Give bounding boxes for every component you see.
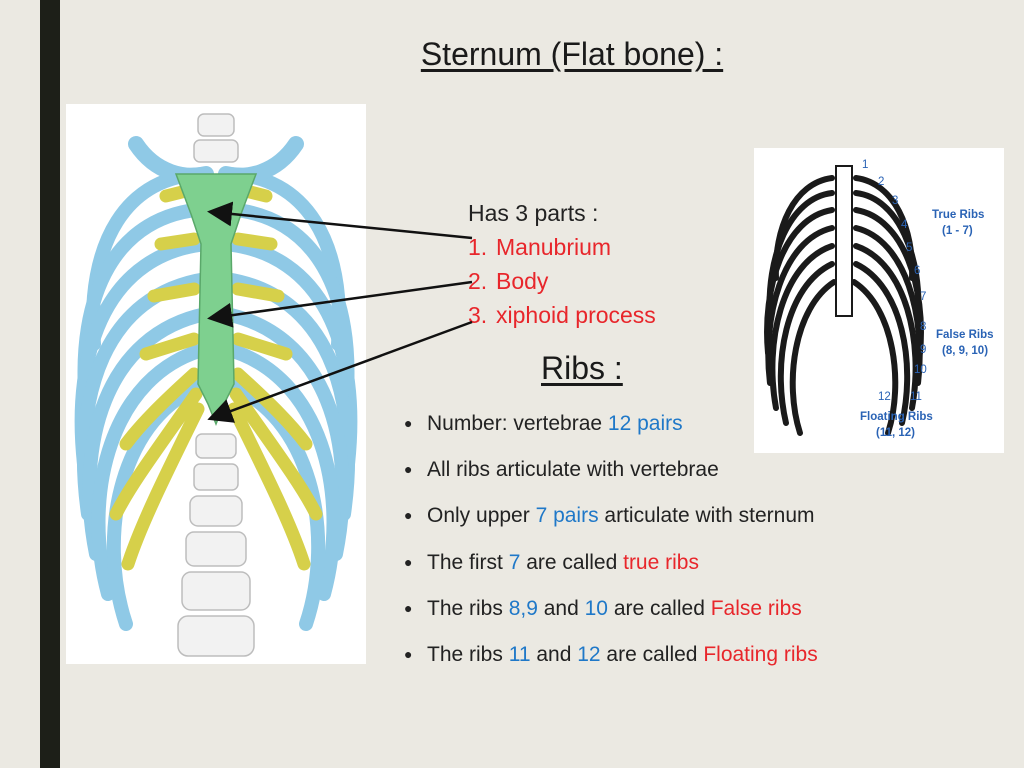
false-ribs-label: False Ribs [936, 329, 994, 341]
rib-number-2: 2 [878, 176, 884, 188]
true-ribs-label: True Ribs [932, 209, 984, 221]
floating-ribs-range: (11, 12) [876, 427, 915, 439]
bullet-highlight: 12 [577, 642, 601, 666]
part-label: Body [496, 268, 549, 294]
floating-ribs-label: Floating Ribs [860, 411, 933, 423]
bullet-text: and [530, 642, 578, 666]
bullet-highlight: 7 [508, 550, 521, 574]
bullet-dot: ● [404, 461, 413, 478]
part-number: 3. [468, 302, 488, 328]
bullet-dot: ● [404, 553, 413, 570]
bullet-text: are called [520, 550, 624, 574]
bullet-item: ● All ribs articulate with vertebrae [404, 452, 818, 498]
part-label: xiphoid process [496, 302, 656, 328]
bullet-term: Floating ribs [703, 642, 818, 666]
parts-intro: Has 3 parts : [468, 200, 599, 226]
bullet-item: ● The ribs 11 and 12 are called Floating … [404, 637, 818, 683]
bullet-item: ● The ribs 8,9 and 10 are called False ri… [404, 591, 818, 637]
true-ribs-range: (1 - 7) [942, 225, 973, 237]
bullet-dot: ● [404, 415, 413, 431]
false-ribs-range: (8, 9, 10) [942, 345, 988, 357]
bullet-highlight: 8,9 [508, 596, 538, 620]
rib-number-8: 8 [920, 321, 926, 333]
bullet-item: ● Only upper 7 pairs articulate with ster… [404, 498, 818, 544]
bullet-item: ● The first 7 are called true ribs [404, 545, 818, 591]
sternum-parts: Has 3 parts : 1. Manubrium 2. Body 3. xipho… [468, 196, 656, 332]
bullet-item: ● Number: vertebrae 12 pairs [404, 406, 818, 452]
part-number: 2. [468, 268, 488, 294]
ribs-heading: Ribs : [541, 350, 623, 386]
rib-number-4: 4 [901, 219, 908, 231]
bullet-term: true ribs [623, 550, 699, 574]
bullet-text: Only upper [427, 504, 536, 528]
bullet-text: The ribs [427, 642, 509, 666]
side-accent-bar [40, 0, 60, 768]
part-item-body: 2. Body [468, 264, 656, 298]
part-label: Manubrium [496, 234, 612, 260]
bullet-highlight: 10 [584, 596, 608, 620]
bullet-dot: ● [404, 599, 413, 616]
bullet-highlight: 11 [508, 642, 531, 666]
ribs-bullet-list: ● Number: vertebrae 12 pairs ● All ribs ar… [404, 406, 818, 683]
rib-number-10: 10 [914, 364, 927, 376]
part-item-manubrium: 1. Manubrium [468, 230, 656, 264]
slide-title: Sternum (Flat bone) : [420, 36, 724, 72]
bullet-text: articulate with sternum [598, 504, 815, 528]
bullet-dot: ● [404, 507, 413, 524]
rib-number-7: 7 [920, 291, 926, 303]
bullet-highlight: 12 pairs [607, 412, 683, 435]
part-number: 1. [468, 234, 488, 260]
bullet-text: All ribs articulate with vertebrae [427, 458, 719, 482]
bullet-text: are called [600, 642, 704, 666]
bullet-dot: ● [404, 645, 413, 662]
rib-number-12: 12 [878, 391, 891, 403]
parts-list: 1. Manubrium 2. Body 3. xiphoid process [468, 230, 656, 332]
rib-number-1: 1 [862, 159, 868, 171]
rib-number-9: 9 [920, 344, 926, 356]
rib-number-6: 6 [914, 265, 920, 277]
bullet-text: are called [607, 596, 711, 620]
bullet-text: The ribs [427, 596, 509, 620]
bullet-text: and [537, 596, 585, 620]
bullet-text: Number: vertebrae [427, 412, 608, 435]
bullet-text: The first [427, 550, 509, 574]
ribcage-illustration [66, 104, 366, 664]
bullet-term: False ribs [710, 596, 802, 620]
rib-number-5: 5 [906, 242, 912, 254]
rib-number-11: 11 [910, 391, 922, 403]
rib-number-3: 3 [892, 195, 898, 207]
numbered-ribs-figure: 1 2 3 4 5 6 7 8 9 10 11 12 True Ribs (1 … [754, 148, 1004, 453]
bullet-highlight: 7 pairs [535, 504, 599, 528]
part-item-xiphoid: 3. xiphoid process [468, 298, 656, 332]
